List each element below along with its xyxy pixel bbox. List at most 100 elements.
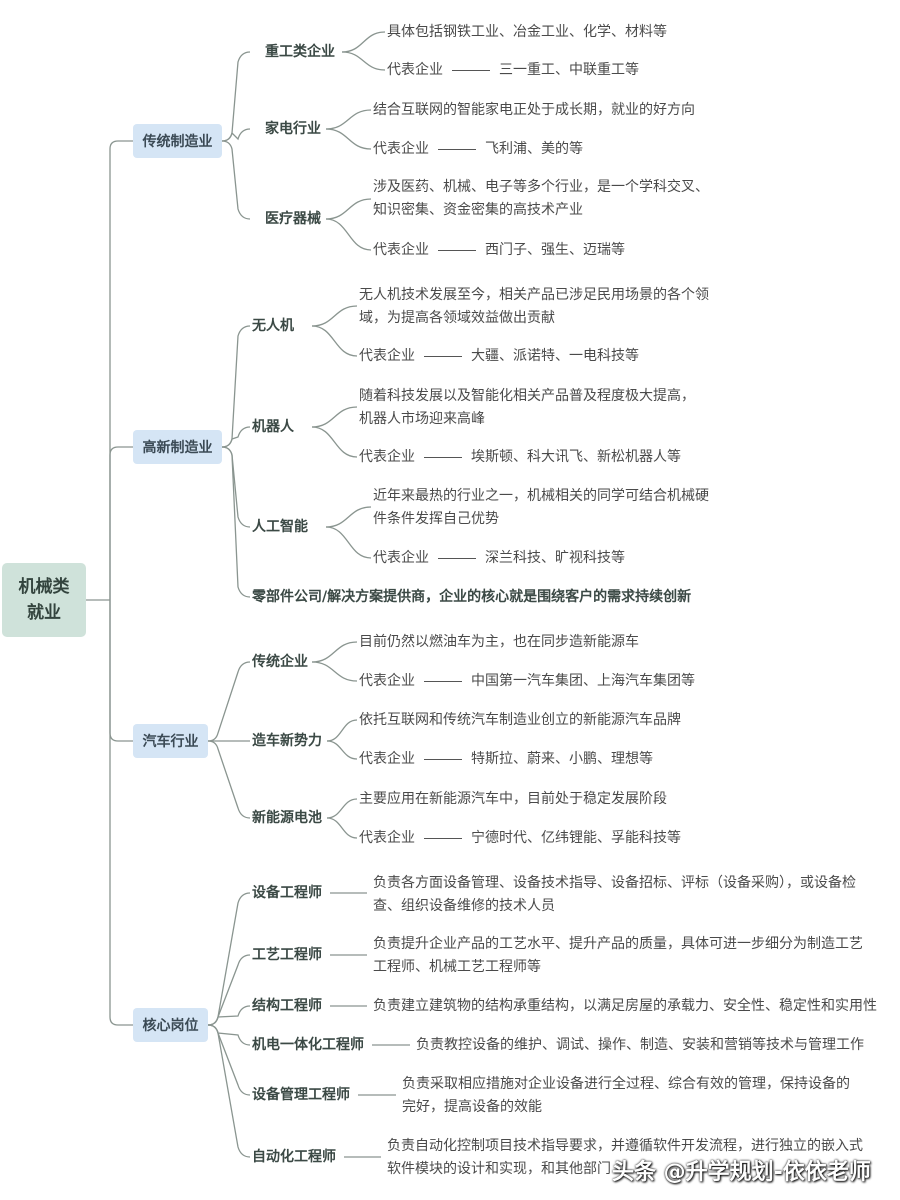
connector: [311, 305, 358, 327]
dash-line: [452, 69, 490, 71]
category-automotive[interactable]: 汽车行业: [133, 724, 208, 758]
connector: [325, 218, 372, 251]
companies: 中国第一汽车集团、上海汽车集团等: [471, 673, 695, 689]
desc-home-appliances: 结合互联网的智能家电正处于成长期，就业的好方向: [373, 99, 695, 122]
node-equipment-engineer[interactable]: 设备工程师: [252, 885, 322, 901]
desc-line: 主要应用在新能源汽车中，目前处于稳定发展阶段: [359, 791, 667, 807]
companies: 深兰科技、旷视科技等: [485, 550, 625, 566]
node-medical-devices[interactable]: 医疗器械: [265, 211, 321, 227]
desc-equipment-mgmt-engineer: 负责采取相应措施对企业设备进行全过程、综合有效的管理，保持设备的完好，提高设备的…: [402, 1073, 850, 1119]
connector: [341, 51, 386, 71]
watermark: 头条 @升学规划-依依老师: [612, 1160, 871, 1185]
connector: [311, 641, 358, 663]
connector: [207, 954, 251, 1026]
desc-line: 结合互联网的智能家电正处于成长期，就业的好方向: [373, 102, 695, 118]
desc-line: 软件模块的设计和实现，和其他部门: [387, 1161, 611, 1177]
node-ai[interactable]: 人工智能: [252, 519, 308, 535]
connector: [221, 325, 251, 448]
connector: [221, 140, 251, 220]
desc-line: 负责采取相应措施对企业设备进行全过程、综合有效的管理，保持设备的: [402, 1076, 850, 1092]
connector: [326, 740, 358, 760]
desc-structural-engineer: 负责建立建筑物的结构承重结构，以满足房屋的承载力、安全性、稳定性和实用性: [373, 995, 877, 1018]
node-process-engineer[interactable]: 工艺工程师: [252, 947, 322, 963]
desc-line: 机器人市场迎来高峰: [359, 411, 485, 427]
companies: 大疆、派诺特、一电科技等: [471, 348, 639, 364]
desc-equipment-engineer: 负责各方面设备管理、设备技术指导、设备招标、评标（设备采购），或设备检查、组织设…: [373, 872, 856, 918]
connector: [207, 1024, 251, 1046]
desc-line: 件条件发挥自己优势: [373, 511, 499, 527]
node-robots[interactable]: 机器人: [252, 419, 294, 435]
category-traditional-manufacturing[interactable]: 传统制造业: [133, 124, 222, 158]
category-hightech-manufacturing[interactable]: 高新制造业: [133, 430, 222, 464]
rep-traditional-auto: 代表企业中国第一汽车集团、上海汽车集团等: [359, 671, 695, 691]
dash-line: [424, 456, 462, 458]
companies: 三一重工、中联重工等: [499, 62, 639, 78]
desc-line: 负责提升企业产品的工艺水平、提升产品的质量，具体可进一步细分为制造工艺: [373, 936, 863, 952]
node-heavy-industry[interactable]: 重工类企业: [265, 44, 335, 60]
connector: [221, 446, 251, 528]
rep-label: 代表企业: [373, 141, 429, 157]
rep-robots: 代表企业埃斯顿、科大讯飞、新松机器人等: [359, 447, 681, 467]
rep-ev-batteries: 代表企业宁德时代、亿纬锂能、孚能科技等: [359, 828, 681, 848]
connector: [311, 426, 358, 458]
node-home-appliances[interactable]: 家电行业: [265, 121, 321, 137]
node-equipment-mgmt-engineer[interactable]: 设备管理工程师: [252, 1087, 350, 1103]
connector: [311, 406, 358, 428]
desc-ai: 近年来最热的行业之一，机械相关的同学可结合机械硬件条件发挥自己优势: [373, 485, 709, 531]
desc-robots: 随着科技发展以及智能化相关产品普及程度极大提高， 机器人市场迎来高峰: [359, 385, 695, 431]
desc-ev-batteries: 主要应用在新能源汽车中，目前处于稳定发展阶段: [359, 788, 667, 811]
dash-line: [438, 557, 476, 559]
root-node[interactable]: 机械类 就业: [2, 563, 86, 637]
desc-line: 具体包括钢铁工业、冶金工业、化学、材料等: [387, 24, 667, 40]
node-new-ev-makers[interactable]: 造车新势力: [252, 733, 322, 749]
desc-line: 查、组织设备维修的技术人员: [373, 898, 555, 914]
desc-process-engineer: 负责提升企业产品的工艺水平、提升产品的质量，具体可进一步细分为制造工艺工程师、机…: [373, 933, 863, 979]
connector: [207, 661, 251, 742]
rep-label: 代表企业: [359, 751, 415, 767]
root-title-line2: 就业: [27, 603, 61, 623]
rep-label: 代表企业: [359, 348, 415, 364]
connector: [109, 446, 133, 600]
rep-ai: 代表企业 深兰科技、旷视科技等: [373, 548, 625, 568]
node-mechatronics-engineer[interactable]: 机电一体化工程师: [252, 1037, 364, 1053]
rep-drones: 代表企业 大疆、派诺特、一电科技等: [359, 346, 639, 366]
rep-medical-devices: 代表企业西门子、强生、迈瑞等: [373, 240, 625, 260]
desc-line: 涉及医药、机械、电子等多个行业，是一个学科交叉、: [373, 179, 709, 195]
connector: [311, 661, 358, 682]
rep-label: 代表企业: [373, 550, 429, 566]
node-automation-engineer[interactable]: 自动化工程师: [252, 1149, 336, 1165]
desc-drones: 无人机技术发展至今，相关产品已涉足民用场景的各个领域，为提高各领域效益做出贡献: [359, 284, 709, 330]
connector: [221, 128, 251, 142]
desc-mechatronics-engineer: 负责教控设备的维护、调试、操作、制造、安装和营销等技术与管理工作: [416, 1034, 864, 1057]
desc-line: 完好，提高设备的效能: [402, 1099, 542, 1115]
connector: [221, 51, 251, 142]
connector: [325, 128, 372, 150]
connector: [325, 198, 372, 220]
companies: 特斯拉、蔚来、小鹏、理想等: [471, 751, 653, 767]
dash-line: [424, 837, 462, 839]
node-traditional-auto[interactable]: 传统企业: [252, 654, 308, 670]
connector: [326, 798, 358, 819]
companies: 飞利浦、美的等: [485, 141, 583, 157]
node-structural-engineer[interactable]: 结构工程师: [252, 998, 322, 1014]
category-core-positions[interactable]: 核心岗位: [133, 1008, 208, 1042]
node-drones[interactable]: 无人机: [252, 318, 294, 334]
desc-line: 负责自动化控制项目技术指导要求，并遵循软件开发流程，进行独立的嵌入式: [387, 1138, 863, 1154]
connector: [207, 1024, 251, 1158]
desc-new-ev-makers: 依托互联网和传统汽车制造业创立的新能源汽车品牌: [359, 709, 681, 732]
root-title-line1: 机械类: [18, 577, 70, 597]
desc-heavy-industry: 具体包括钢铁工业、冶金工业、化学、材料等: [387, 21, 667, 44]
connector: [207, 740, 251, 819]
connector: [207, 1005, 251, 1026]
rep-label: 代表企业: [359, 830, 415, 846]
node-parts-suppliers[interactable]: 零部件公司/解决方案提供商，企业的核心就是围绕客户的需求持续创新: [252, 589, 692, 605]
companies: 埃斯顿、科大讯飞、新松机器人等: [471, 449, 681, 465]
desc-line: 知识密集、资金密集的高技术产业: [373, 202, 583, 218]
rep-label: 代表企业: [387, 62, 443, 78]
desc-line: 负责各方面设备管理、设备技术指导、设备招标、评标（设备采购），或设备检: [373, 875, 856, 891]
desc-line: 随着科技发展以及智能化相关产品普及程度极大提高，: [359, 388, 695, 404]
dash-line: [424, 355, 462, 357]
connector: [221, 446, 251, 598]
node-ev-batteries[interactable]: 新能源电池: [252, 810, 322, 826]
